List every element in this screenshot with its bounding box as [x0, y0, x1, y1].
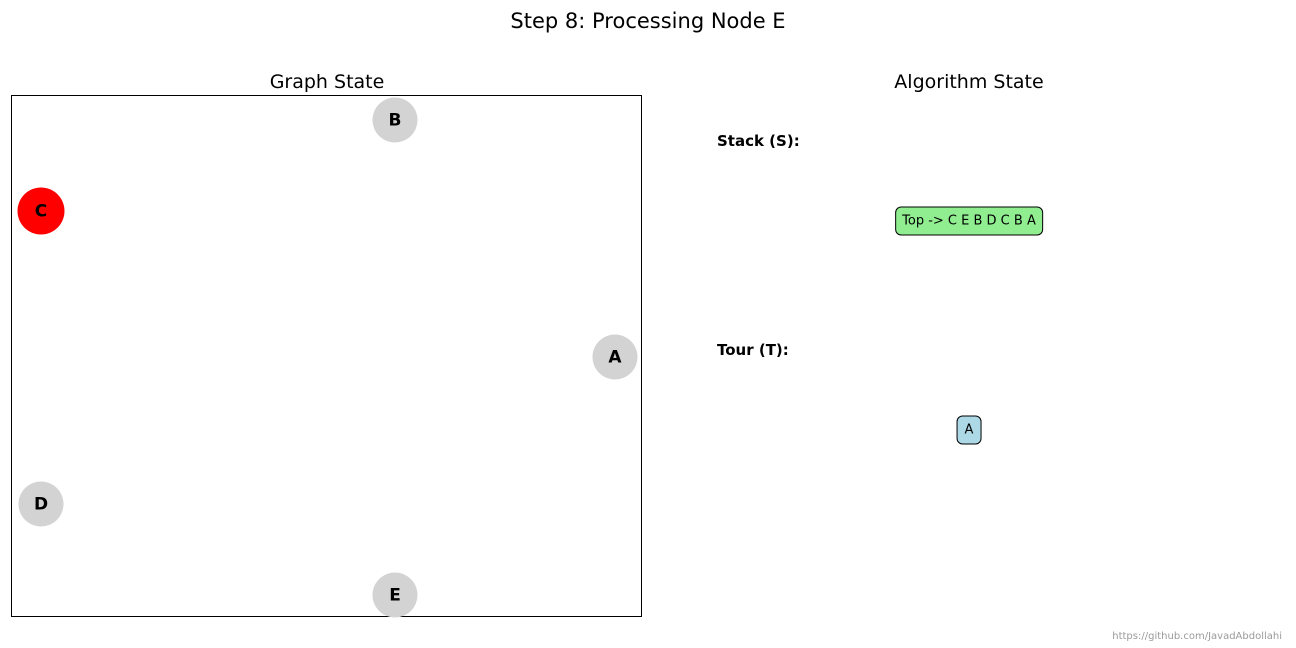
graph-node-e: E — [372, 572, 418, 618]
figure-title: Step 8: Processing Node E — [510, 9, 786, 33]
stack-content-box: Top -> C E B D C B A — [895, 206, 1043, 236]
graph-node-a: A — [592, 334, 638, 380]
graph-node-d: D — [18, 481, 64, 527]
graph-panel-title: Graph State — [269, 71, 385, 93]
watermark-text: https://github.com/JavadAbdollahi — [1112, 631, 1282, 642]
graph-panel: B C A D E — [11, 95, 642, 618]
algorithm-panel-title: Algorithm State — [894, 71, 1044, 93]
stack-label: Stack (S): — [717, 132, 800, 150]
graph-node-c: C — [17, 187, 65, 235]
tour-content-box: A — [956, 415, 982, 445]
tour-label: Tour (T): — [717, 341, 789, 359]
graph-node-b: B — [372, 97, 418, 143]
